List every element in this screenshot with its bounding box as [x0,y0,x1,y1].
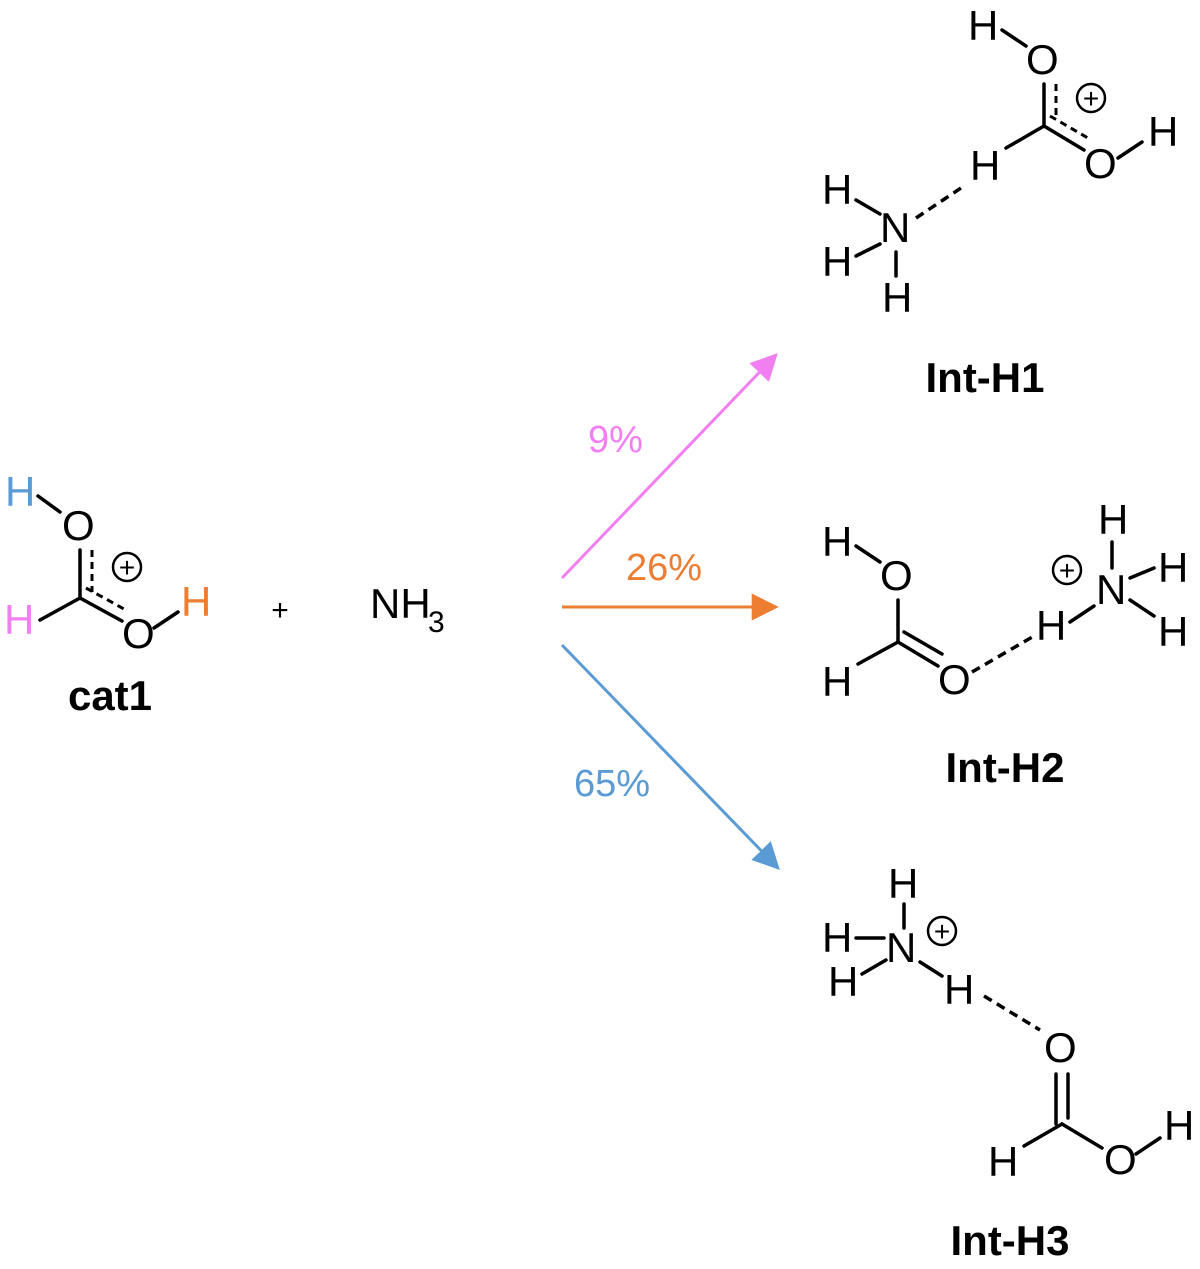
svg-text:+: + [1083,83,1099,114]
int-h2-n: N [1096,566,1126,613]
int-h1-co-bond-right [1042,124,1086,152]
cat1-carbon-h-pink: H [4,596,34,643]
int-h1-oh-h: H [968,2,998,49]
int-h3-nh-bond-lowerleft [860,958,888,976]
int-h3-nh-bond-bridge [918,960,944,978]
int-h3-oh-bond [1134,1136,1162,1156]
int-h1-o-top: O [1026,36,1059,83]
int-h1-oh-bond-right [1116,140,1144,160]
int-h2-ch-bond [856,640,900,666]
int-h3-o-right: O [1104,1136,1137,1183]
plus-sign: + [271,594,289,627]
cat1-o-top: O [62,502,95,549]
int-h1-oh-right-h: H [1148,108,1178,155]
int-h2-nh-bond-bridge [1068,604,1096,624]
svg-text:+: + [119,552,135,583]
int-h1-label: Int-H1 [926,354,1045,401]
int-h2-co-double-1 [896,640,940,668]
int-h1-nh-bond2 [854,242,882,258]
cat1-co-bond-right [78,596,124,623]
int-h3-hydrogen-bond [983,994,1041,1032]
int-h3-nh-h-bridge: H [944,966,974,1013]
int-h1-nh-h3: H [882,274,912,321]
int-h2-oh-h: H [822,518,852,565]
int-h2-o-bottom: O [938,656,971,703]
int-h2-nh-h-top: H [1098,496,1128,543]
int-h2-co-double-2 [902,630,944,656]
int-h2-o-top: O [880,552,913,599]
int-h3-nh-h-lowerleft: H [828,958,858,1005]
int-h2-nh-h-right1: H [1158,544,1188,591]
int-h1-nh-bond1 [854,198,882,216]
cat1-oh-bond-top [36,494,62,514]
int-h1-co-bond-right-partial [1049,114,1089,140]
int-h1-nh-h1: H [822,166,852,213]
svg-text:+: + [934,916,950,947]
svg-text:+: + [1059,555,1075,586]
int-h3-c-h: H [988,1138,1018,1185]
arrow-to-int-h3 [560,643,780,870]
int-h2-nh-bond-right2 [1128,598,1156,618]
int-h1-nh-h2: H [822,238,852,285]
cat1-oh-bond-right [152,610,180,630]
int-h1-hydrogen-bond [915,184,965,220]
arrow-to-int-h1 [560,353,778,580]
percent-int-h3: 65% [574,763,650,805]
int-h1-structure: H O + H O H H N H H [822,2,1178,321]
int-h1-c-h: H [970,142,1000,189]
int-h3-nh-h-left: H [822,914,852,961]
int-h2-charge: + [1051,554,1083,586]
int-h3-label: Int-H3 [951,1217,1070,1264]
int-h3-structure: H H N + H H O H O H [822,860,1194,1185]
int-h1-n: N [880,204,910,251]
int-h2-nh-bond-right1 [1128,566,1156,580]
int-h2-oh-bond [854,544,882,564]
cat1-hydroxyl-h-blue: H [5,468,35,515]
int-h3-co-bond-right [1060,1122,1104,1150]
int-h1-ch-bond [1004,124,1046,150]
ammonia-subscript: 3 [428,606,445,639]
percent-int-h2: 26% [626,547,702,589]
int-h2-label: Int-H2 [946,744,1065,791]
int-h3-o-top: O [1044,1024,1077,1071]
int-h2-structure: H O H O H + N H H H [822,496,1188,705]
int-h2-nh-h-bridge: H [1036,602,1066,649]
int-h3-n: N [886,924,916,971]
cat1-co-bond-right-partial [85,586,125,611]
cat1-o-right: O [122,610,155,657]
cat1-label: cat1 [68,672,152,719]
int-h3-nh-h-top: H [888,860,918,907]
int-h1-o-right: O [1084,140,1117,187]
int-h2-nh-h-right2: H [1158,608,1188,655]
percent-int-h1: 9% [588,419,643,461]
cat1-ch-bond [38,596,82,622]
int-h1-charge: + [1075,82,1107,114]
int-h1-oh-bond [1000,28,1028,48]
int-h2-hydrogen-bond [971,634,1035,674]
int-h3-charge: + [926,915,958,947]
cat1-structure: H O + H O H [4,468,211,657]
cat1-hydroxyl-h-orange: H [181,578,211,625]
int-h3-oh-h: H [1164,1102,1194,1149]
ammonia-formula: NH [370,580,431,627]
int-h2-c-h: H [822,658,852,705]
ammonia: NH 3 [370,580,445,639]
int-h3-ch-bond [1022,1122,1064,1148]
cat1-charge: + [111,551,143,583]
